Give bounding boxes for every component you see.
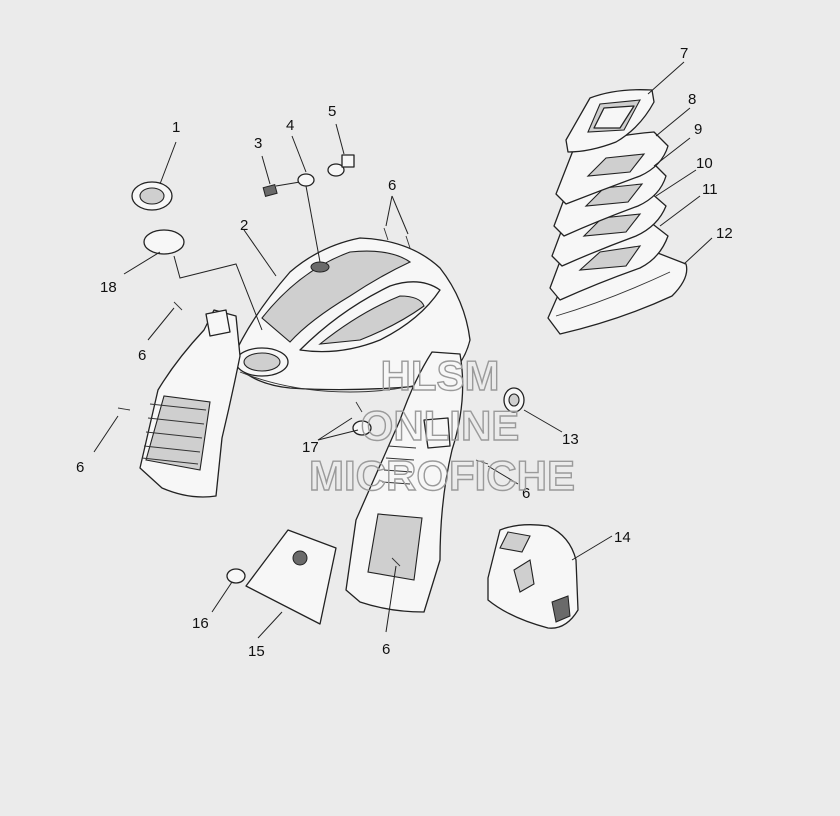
nut xyxy=(297,173,315,187)
switch xyxy=(327,154,355,177)
bezel-ring xyxy=(131,181,173,211)
callout-17: 17 xyxy=(302,439,319,456)
callout-16: 16 xyxy=(192,615,209,632)
watermark-line-3: MICROFICHE xyxy=(309,452,575,499)
leader-lines xyxy=(93,61,713,639)
callout-12: 12 xyxy=(716,225,733,242)
callout-14: 14 xyxy=(614,529,631,546)
watermark-line-1: HLSM xyxy=(381,352,500,399)
plug xyxy=(226,568,246,584)
clip xyxy=(352,420,372,436)
callout-15: 15 xyxy=(248,643,265,660)
callout-6-bottom: 6 xyxy=(382,641,390,658)
callout-1: 1 xyxy=(172,119,180,136)
cover-plate xyxy=(245,529,337,625)
right-side-panel xyxy=(345,351,464,613)
callout-6-right: 6 xyxy=(522,485,530,502)
housing xyxy=(487,524,579,629)
screw-set xyxy=(117,227,489,567)
callout-2: 2 xyxy=(240,217,248,234)
watermark: HLSM ONLINE MICROFICHE xyxy=(308,351,575,499)
watermark-line-2: ONLINE xyxy=(361,402,520,449)
callout-6-left-upper: 6 xyxy=(138,347,146,364)
upper-shroud xyxy=(231,237,471,393)
left-side-panel xyxy=(139,309,241,498)
callout-8: 8 xyxy=(688,91,696,108)
grommet xyxy=(503,387,525,413)
callout-6-top: 6 xyxy=(388,177,396,194)
callout-18: 18 xyxy=(100,279,117,296)
bezel-plate-7 xyxy=(565,89,655,153)
callout-3: 3 xyxy=(254,135,262,152)
callout-4: 4 xyxy=(286,117,294,134)
callout-6-left-lower: 6 xyxy=(76,459,84,476)
callout-labels: 1 2 3 4 5 6 6 6 6 6 7 8 9 10 11 12 13 14… xyxy=(76,45,733,660)
seal xyxy=(143,229,185,255)
callout-10: 10 xyxy=(696,155,713,172)
key xyxy=(262,181,301,197)
callout-5: 5 xyxy=(328,103,336,120)
callout-9: 9 xyxy=(694,121,702,138)
callout-11: 11 xyxy=(702,181,718,198)
callout-13: 13 xyxy=(562,431,579,448)
callout-7: 7 xyxy=(680,45,688,62)
